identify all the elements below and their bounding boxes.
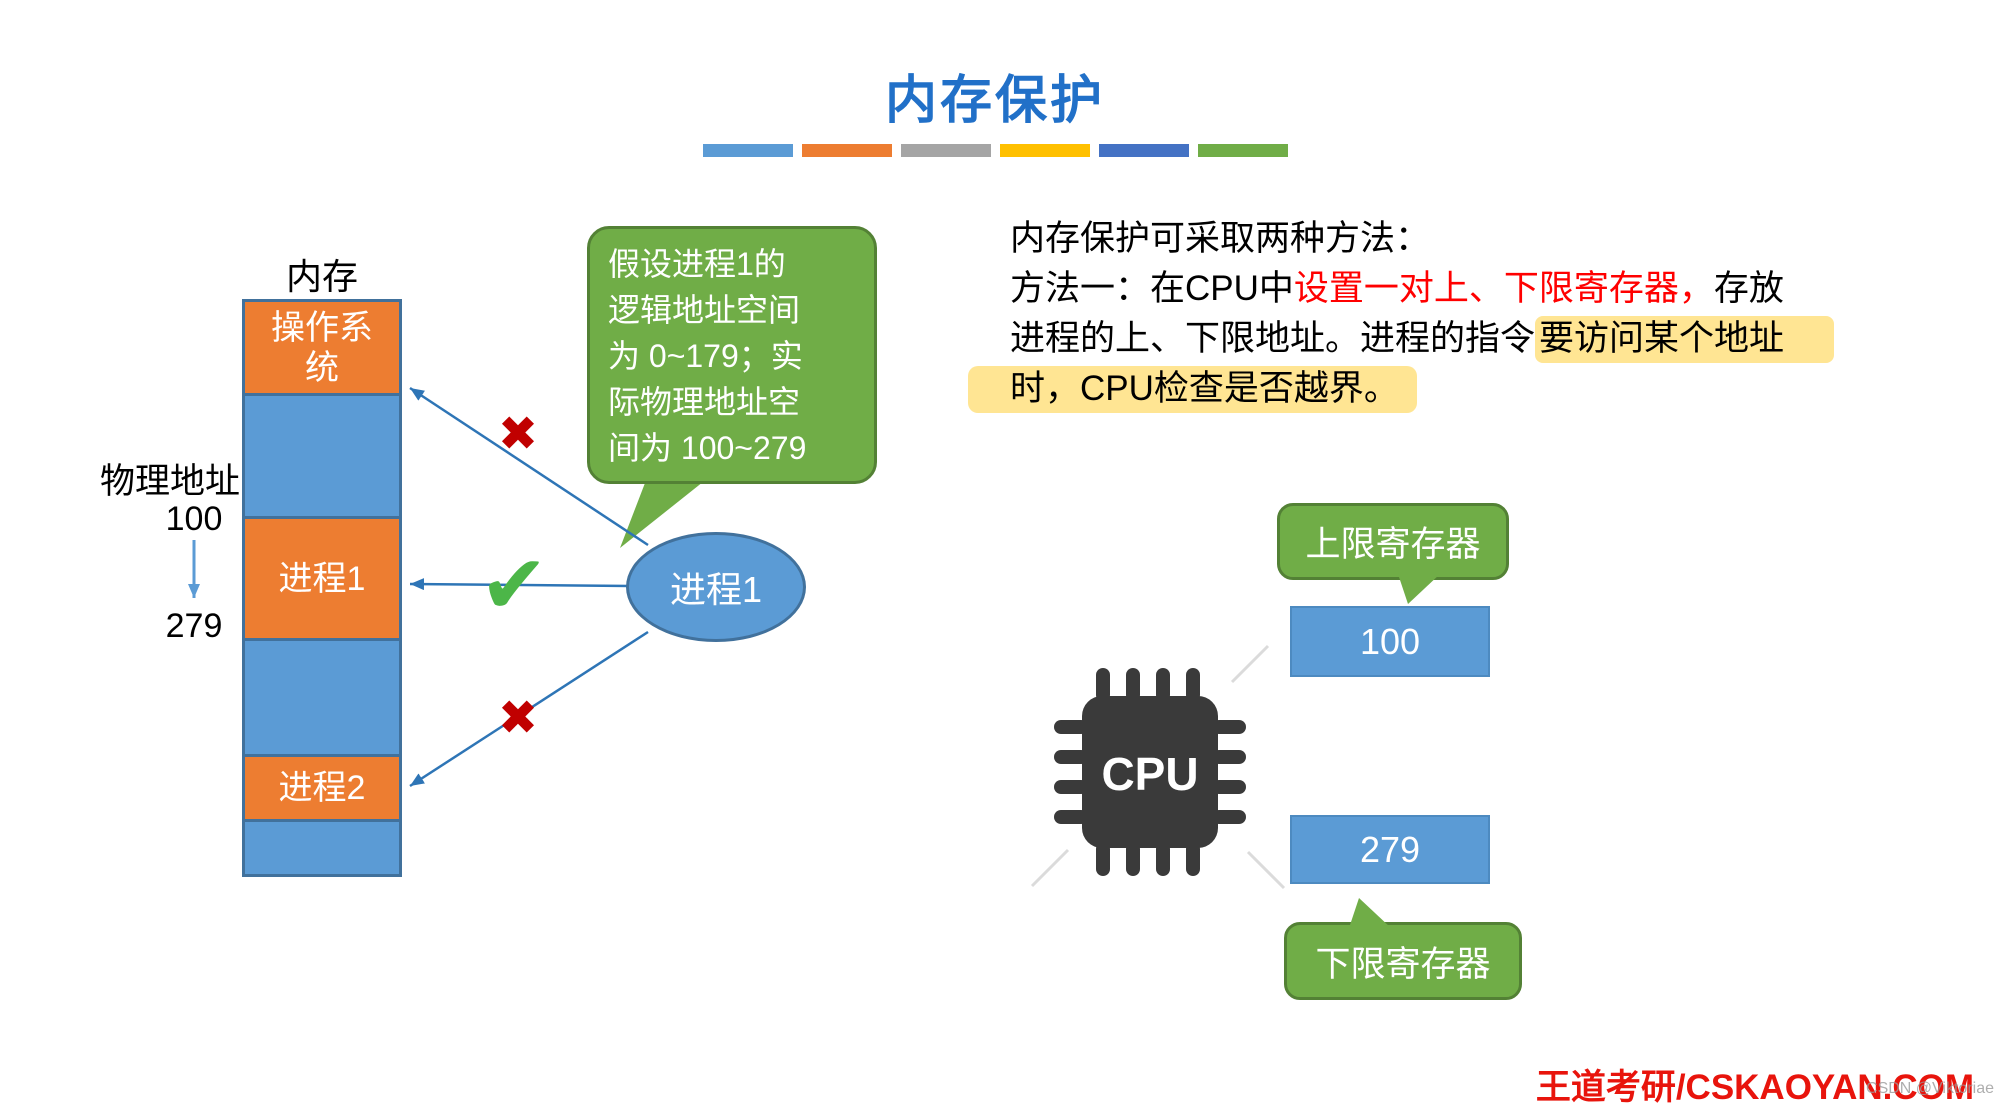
upper-register-callout: 上限寄存器: [1277, 503, 1509, 604]
cpu-pin: [1054, 810, 1088, 824]
cpu-pin: [1054, 720, 1088, 734]
cpu-pin: [1156, 668, 1170, 702]
title-decoration-bars: [703, 144, 1288, 157]
watermark: CSDN @Viktoriae: [1866, 1080, 1994, 1097]
method-line-4: 时，CPU检查是否越界。: [968, 364, 1970, 414]
cpu-pin: [1212, 810, 1246, 824]
cpu-pin: [1212, 720, 1246, 734]
page-title: 内存保护: [884, 72, 1105, 130]
address-start-value: 100: [165, 500, 223, 538]
method-line2-red-text: 设置一对上、下限寄存器，: [1293, 269, 1714, 308]
decor-bar: [1099, 144, 1189, 157]
memory-block-os: 操作系 统: [245, 302, 399, 396]
lower-register-callout: 下限寄存器: [1284, 898, 1522, 1000]
memory-heading: 内存: [285, 256, 358, 297]
cpu-pin: [1054, 780, 1088, 794]
method-intro-line: 内存保护可采取两种方法：: [1010, 214, 1970, 264]
decor-bar: [1198, 144, 1288, 157]
method-line2-suffix: 存放: [1713, 269, 1784, 308]
lower-bound-value-box: 279: [1290, 815, 1490, 884]
check-mark: ✔: [479, 540, 549, 631]
cpu-pin: [1096, 842, 1110, 876]
memory-column: 操作系 统 进程1 进程2: [242, 299, 402, 877]
cross-mark-bottom: ✖: [497, 692, 539, 745]
method-line-3: 进程的上、下限地址。进程的指令要访问某个地址: [1010, 314, 1970, 364]
cpu-pin: [1186, 668, 1200, 702]
memory-block-process1: 进程1: [245, 519, 399, 641]
upper-bound-value-box: 100: [1290, 606, 1490, 677]
memory-block-free-2: [245, 641, 399, 757]
decor-bar: [1000, 144, 1090, 157]
process1-ellipse: 进程1: [626, 532, 806, 642]
cpu-pin: [1186, 842, 1200, 876]
method-intro-text: 内存保护可采取两种方法：: [1010, 219, 1431, 258]
cpu-chip-icon: CPU: [1054, 668, 1246, 876]
physical-address-label: 物理地址: [99, 462, 240, 501]
decor-bar: [802, 144, 892, 157]
method-line3-highlight: 要访问某个地址: [1535, 316, 1835, 363]
method-line2-prefix: 方法一：在CPU中: [1010, 269, 1294, 308]
cpu-chip-body: [1082, 696, 1218, 848]
assumption-callout: 假设进程1的 逻辑地址空间 为 0~179；实 际物理地址空 间为 100~27…: [587, 226, 877, 484]
cpu-pin: [1096, 668, 1110, 702]
decor-bar: [901, 144, 991, 157]
brand-footer: 王道考研/CSKAOYAN.COM: [1535, 1068, 1974, 1107]
cpu-pin: [1054, 750, 1088, 764]
memory-block-free-3: [245, 822, 399, 874]
method-description: 内存保护可采取两种方法： 方法一：在CPU中设置一对上、下限寄存器，存放 进程的…: [968, 214, 1970, 414]
method-line3-plain: 进程的上、下限地址。进程的指令: [1010, 319, 1536, 358]
memory-block-free-1: [245, 396, 399, 519]
cpu-pin: [1156, 842, 1170, 876]
memory-block-process2: 进程2: [245, 757, 399, 822]
decor-bar: [703, 144, 793, 157]
cpu-pin: [1212, 750, 1246, 764]
method-line4-highlight: 时，CPU检查是否越界。: [968, 366, 1417, 413]
address-end-value: 279: [165, 607, 223, 645]
cross-mark-top: ✖: [497, 408, 539, 461]
cpu-pin: [1212, 780, 1246, 794]
cpu-chip-label: CPU: [1101, 748, 1198, 800]
method-line-2: 方法一：在CPU中设置一对上、下限寄存器，存放: [1010, 264, 1970, 314]
cpu-pin: [1126, 842, 1140, 876]
cpu-pin: [1126, 668, 1140, 702]
